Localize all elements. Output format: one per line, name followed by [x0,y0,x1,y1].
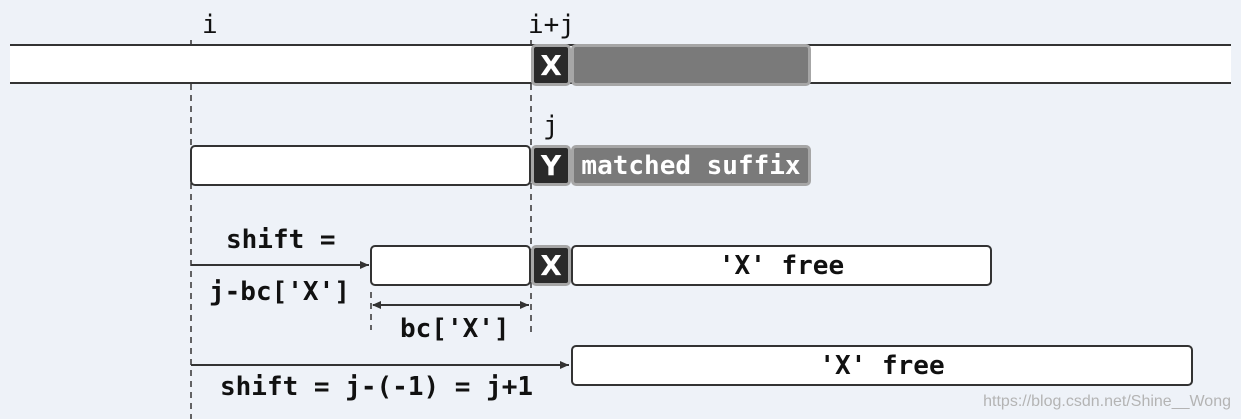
shift-formula-label: j-bc['X'] [209,277,350,307]
shifted-pattern-prefix-box [370,245,531,286]
label-j: j [543,111,559,141]
x-free-box-2: 'X' free [571,345,1193,386]
shifted-char-box: X [531,245,571,286]
shift-bottom-label: shift = j-(-1) = j+1 [220,372,534,402]
pattern-prefix-box [190,145,531,186]
x-free-box-1: 'X' free [571,245,992,286]
text-matched-region [571,44,811,86]
shift-label: shift = [226,225,336,255]
label-i-plus-j: i+j [528,10,575,40]
pattern-char-box: Y [531,145,571,186]
bc-x-label: bc['X'] [400,314,510,344]
label-i: i [202,10,218,40]
matched-suffix-box: matched suffix [571,145,811,186]
watermark: https://blog.csdn.net/Shine__Wong [983,393,1231,410]
text-char-box: X [531,44,571,86]
